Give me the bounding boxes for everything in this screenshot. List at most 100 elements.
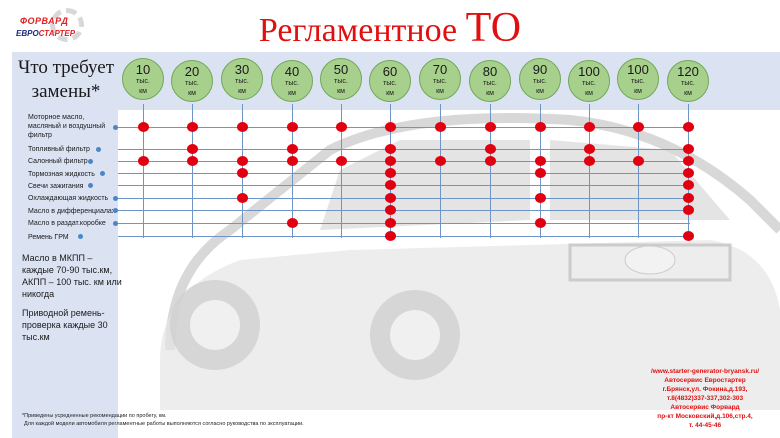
- website-link[interactable]: /www.starter-generator-bryansk.ru/: [650, 368, 760, 375]
- mileage-value: 20: [184, 64, 200, 79]
- service-required-dot: [484, 144, 496, 154]
- grid-row-line: [118, 185, 690, 186]
- service-required-dot: [335, 122, 347, 132]
- page-title: Регламентное ТО: [258, 5, 522, 51]
- service-required-dot: [286, 218, 298, 228]
- footnote: *Приведены усредненные рекомендации по п…: [22, 413, 304, 427]
- grid-row-line: [118, 210, 690, 211]
- service-required-dot: [682, 180, 694, 190]
- grid-row-line: [118, 161, 690, 162]
- mileage-value: 100: [578, 64, 600, 79]
- row-bullet-icon: [100, 171, 105, 176]
- service-required-dot: [384, 218, 396, 228]
- mileage-unit-km: км: [288, 90, 296, 97]
- service-item-label: Ремень ГРМ: [28, 234, 69, 241]
- belt-note: Приводной ремень-проверка каждые 30 тыс.…: [22, 308, 108, 342]
- service-required-dot: [682, 144, 694, 154]
- grid-column-line: [440, 104, 441, 238]
- mileage-unit-km: км: [684, 90, 692, 97]
- mileage-value: 60: [382, 64, 398, 79]
- mileage-unit-km: км: [238, 88, 246, 95]
- service-required-dot: [682, 168, 694, 178]
- contact-block: /www.starter-generator-bryansk.ru/ Автос…: [630, 367, 780, 430]
- grid-column-line: [490, 104, 491, 238]
- mileage-unit-km: км: [386, 90, 394, 97]
- row-bullet-icon: [96, 147, 101, 152]
- mileage-value: 40: [284, 64, 300, 79]
- gearbox-note: Масло в МКПП – каждые 70-90 тыс.км, АКПП…: [22, 253, 122, 299]
- service-required-dot: [137, 156, 149, 166]
- service-required-dot: [632, 156, 644, 166]
- service-required-dot: [384, 122, 396, 132]
- mileage-unit: тыс.: [433, 78, 447, 85]
- service-required-dot: [286, 144, 298, 154]
- row-bullet-icon: [113, 221, 118, 226]
- grid-row-line: [118, 173, 690, 174]
- service-required-dot: [186, 122, 198, 132]
- service-item-label: Свечи зажигания: [28, 183, 84, 190]
- grid-column-line: [341, 104, 342, 238]
- service-required-dot: [682, 156, 694, 166]
- mileage-unit: тыс.: [235, 78, 249, 85]
- service-item-label: Охлаждающая жидкость: [28, 195, 109, 202]
- service-required-dot: [384, 180, 396, 190]
- mileage-unit-km: км: [585, 90, 593, 97]
- service-required-dot: [484, 156, 496, 166]
- mileage-unit: тыс.: [285, 80, 299, 87]
- mileage-unit: тыс.: [582, 80, 596, 87]
- service-required-dot: [583, 144, 595, 154]
- mileage-unit-km: км: [634, 88, 642, 95]
- grid-row-line: [118, 198, 690, 199]
- row-bullet-icon: [88, 159, 93, 164]
- mileage-value: 10: [135, 62, 151, 77]
- service-required-dot: [434, 156, 446, 166]
- service-item-label: Моторное масло, масляный и воздушный фил…: [28, 114, 106, 139]
- mileage-value: 120: [677, 64, 699, 79]
- mileage-unit: тыс.: [483, 80, 497, 87]
- service-item-label: Салонный фильтр: [28, 158, 88, 165]
- service-item-label: Масло в раздат.коробке: [28, 220, 106, 227]
- grid-column-line: [638, 104, 639, 238]
- grid-row-line: [118, 236, 690, 237]
- service-item-label: Масло в дифференциалах: [28, 208, 116, 215]
- service-required-dot: [384, 193, 396, 203]
- row-bullet-icon: [113, 125, 118, 130]
- grid-row-line: [118, 223, 690, 224]
- left-panel: [12, 110, 118, 438]
- row-bullet-icon: [113, 208, 118, 213]
- grid-column-line: [143, 104, 144, 238]
- car-illustration: [160, 113, 780, 410]
- service-required-dot: [236, 156, 248, 166]
- service-required-dot: [384, 156, 396, 166]
- grid-column-line: [192, 104, 193, 238]
- logo-forward: ФОРВАРД: [20, 16, 69, 26]
- service-required-dot: [137, 122, 149, 132]
- mileage-unit-km: км: [436, 88, 444, 95]
- grid-column-line: [589, 104, 590, 238]
- row-bullet-icon: [113, 196, 118, 201]
- mileage-unit: тыс.: [185, 80, 199, 87]
- mileage-value: 50: [333, 62, 349, 77]
- mileage-unit: тыс.: [681, 80, 695, 87]
- service-required-dot: [186, 144, 198, 154]
- service-required-dot: [286, 122, 298, 132]
- mileage-value: 70: [432, 62, 448, 77]
- service-required-dot: [682, 231, 694, 241]
- service-required-dot: [335, 156, 347, 166]
- question-heading: Что требует замены*: [17, 57, 115, 102]
- service-required-dot: [384, 144, 396, 154]
- mileage-unit: тыс.: [631, 78, 645, 85]
- mileage-unit: тыс.: [533, 78, 547, 85]
- service-item-label: Топливный фильтр: [28, 146, 90, 153]
- service-required-dot: [682, 122, 694, 132]
- gear-icon: [50, 8, 84, 42]
- service-required-dot: [534, 218, 546, 228]
- row-bullet-icon: [88, 183, 93, 188]
- service-required-dot: [534, 168, 546, 178]
- mileage-unit: тыс.: [136, 78, 150, 85]
